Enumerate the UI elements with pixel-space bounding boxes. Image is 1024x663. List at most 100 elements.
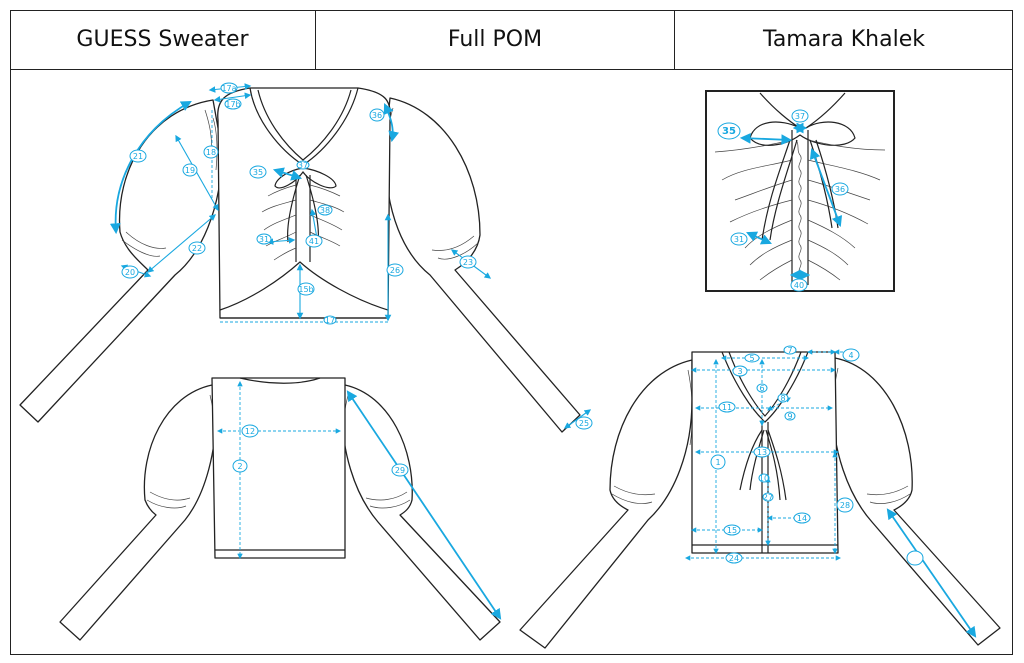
pom-label-flat-1: 1 — [710, 454, 726, 470]
svg-text:36: 36 — [372, 111, 382, 120]
svg-text:7: 7 — [787, 346, 792, 355]
svg-text:6: 6 — [759, 384, 764, 393]
svg-text:3: 3 — [737, 367, 742, 376]
pom-label-flat-5: 5 — [744, 353, 760, 363]
svg-text:28: 28 — [840, 501, 850, 510]
pom-label-flat-undefined — [906, 550, 924, 566]
back-body — [211, 377, 346, 559]
pom-label-front-41: 41 — [305, 234, 323, 248]
svg-text:18: 18 — [206, 148, 216, 157]
svg-text:9: 9 — [787, 412, 792, 421]
designer-name: Tamara Khalek — [763, 27, 925, 52]
pom-label-front-36: 36 — [369, 108, 385, 122]
back-right-sleeve — [341, 384, 501, 641]
svg-text:38: 38 — [320, 206, 330, 215]
flat-right-sleeve — [831, 357, 1001, 646]
svg-text:15b: 15b — [298, 285, 313, 294]
pom-label-front-25: 25 — [575, 416, 593, 430]
pom-label-flat-24: 24 — [725, 552, 743, 564]
svg-text:11: 11 — [722, 403, 732, 412]
pom-label-flat-7: 7 — [783, 345, 797, 355]
svg-text:21: 21 — [133, 152, 143, 161]
flat-front-sketch — [519, 351, 1001, 649]
pom-label-front-20: 20 — [121, 265, 139, 279]
pom-label-back-29: 29 — [391, 463, 409, 477]
svg-text:13: 13 — [757, 448, 767, 457]
pom-label-front-21: 21 — [129, 149, 147, 163]
svg-text:37: 37 — [795, 112, 805, 121]
style-name: GUESS Sweater — [10, 10, 316, 69]
pom-label-front-17b: 17b — [224, 98, 242, 110]
pom-label-flat-9: 9 — [784, 411, 796, 421]
svg-text:31: 31 — [259, 235, 269, 244]
svg-text:4: 4 — [848, 351, 853, 360]
sheet-type: Full POM — [316, 10, 675, 69]
svg-text:1: 1 — [715, 458, 720, 467]
svg-text:27: 27 — [763, 493, 773, 502]
pom-label-front-37: 37 — [296, 160, 310, 170]
sheet-border — [10, 10, 1013, 655]
svg-text:41: 41 — [309, 237, 319, 246]
pom-label-back-12: 12 — [241, 424, 259, 438]
pom-label-detail-37: 37 — [791, 109, 809, 123]
pom-label-detail-40: 40 — [790, 278, 808, 292]
detail-measure-lines — [739, 122, 843, 281]
pom-label-front-19: 19 — [182, 163, 198, 177]
pom-label-flat-6: 6 — [756, 383, 768, 393]
svg-text:10: 10 — [759, 474, 769, 483]
svg-text:20: 20 — [125, 268, 135, 277]
pom-label-front-22: 22 — [188, 241, 206, 255]
back-left-sleeve — [59, 384, 217, 641]
pom-label-front-18: 18 — [203, 145, 219, 159]
svg-text:26: 26 — [390, 266, 400, 275]
svg-text:31: 31 — [734, 235, 744, 244]
svg-text:17: 17 — [325, 316, 335, 325]
pom-label-flat-13: 13 — [753, 446, 771, 458]
pom-label-flat-14: 14 — [793, 512, 811, 524]
pom-label-detail-35: 35 — [717, 122, 741, 140]
svg-text:36: 36 — [835, 185, 845, 194]
svg-text:2: 2 — [237, 462, 242, 471]
back-view-sketch — [59, 377, 501, 641]
front-right-sleeve — [384, 97, 581, 433]
pom-label-front-35: 35 — [249, 165, 267, 179]
pom-label-flat-3: 3 — [732, 365, 748, 377]
front-left-sleeve — [19, 99, 223, 423]
svg-text:25: 25 — [579, 419, 589, 428]
pom-label-flat-10: 10 — [758, 473, 770, 483]
pom-label-flat-4: 4 — [842, 348, 860, 362]
pom-label-flat-8: 8 — [777, 393, 789, 403]
svg-text:29: 29 — [395, 466, 405, 475]
svg-text:23: 23 — [463, 258, 473, 267]
svg-text:8: 8 — [780, 394, 785, 403]
svg-text:40: 40 — [794, 281, 804, 290]
detail-box — [705, 90, 895, 292]
svg-text:5: 5 — [749, 354, 754, 363]
pom-label-front-17: 17 — [323, 315, 337, 325]
svg-text:17b: 17b — [225, 100, 240, 109]
svg-text:17a: 17a — [221, 84, 236, 93]
svg-text:22: 22 — [192, 244, 202, 253]
pom-label-flat-11: 11 — [718, 401, 736, 413]
pom-label-front-15b: 15b — [297, 282, 315, 296]
pom-label-front-31: 31 — [256, 233, 272, 245]
svg-text:15: 15 — [727, 526, 737, 535]
svg-text:37: 37 — [298, 161, 308, 170]
flat-left-sleeve — [519, 359, 693, 649]
pom-label-front-17a: 17a — [220, 82, 238, 94]
pom-label-front-26: 26 — [386, 263, 404, 277]
pom-label-front-23: 23 — [459, 255, 477, 269]
svg-text:12: 12 — [245, 427, 255, 436]
pom-label-flat-27: 27 — [762, 492, 774, 502]
svg-text:19: 19 — [185, 166, 195, 175]
pom-label-front-38: 38 — [317, 204, 333, 216]
pom-label-flat-28: 28 — [836, 497, 854, 513]
pom-label-detail-36: 36 — [831, 182, 849, 196]
svg-text:35: 35 — [253, 168, 263, 177]
pom-label-flat-15: 15 — [723, 524, 741, 536]
svg-text:14: 14 — [797, 514, 807, 523]
front-measure-lines — [109, 83, 592, 429]
svg-text:24: 24 — [729, 554, 739, 563]
